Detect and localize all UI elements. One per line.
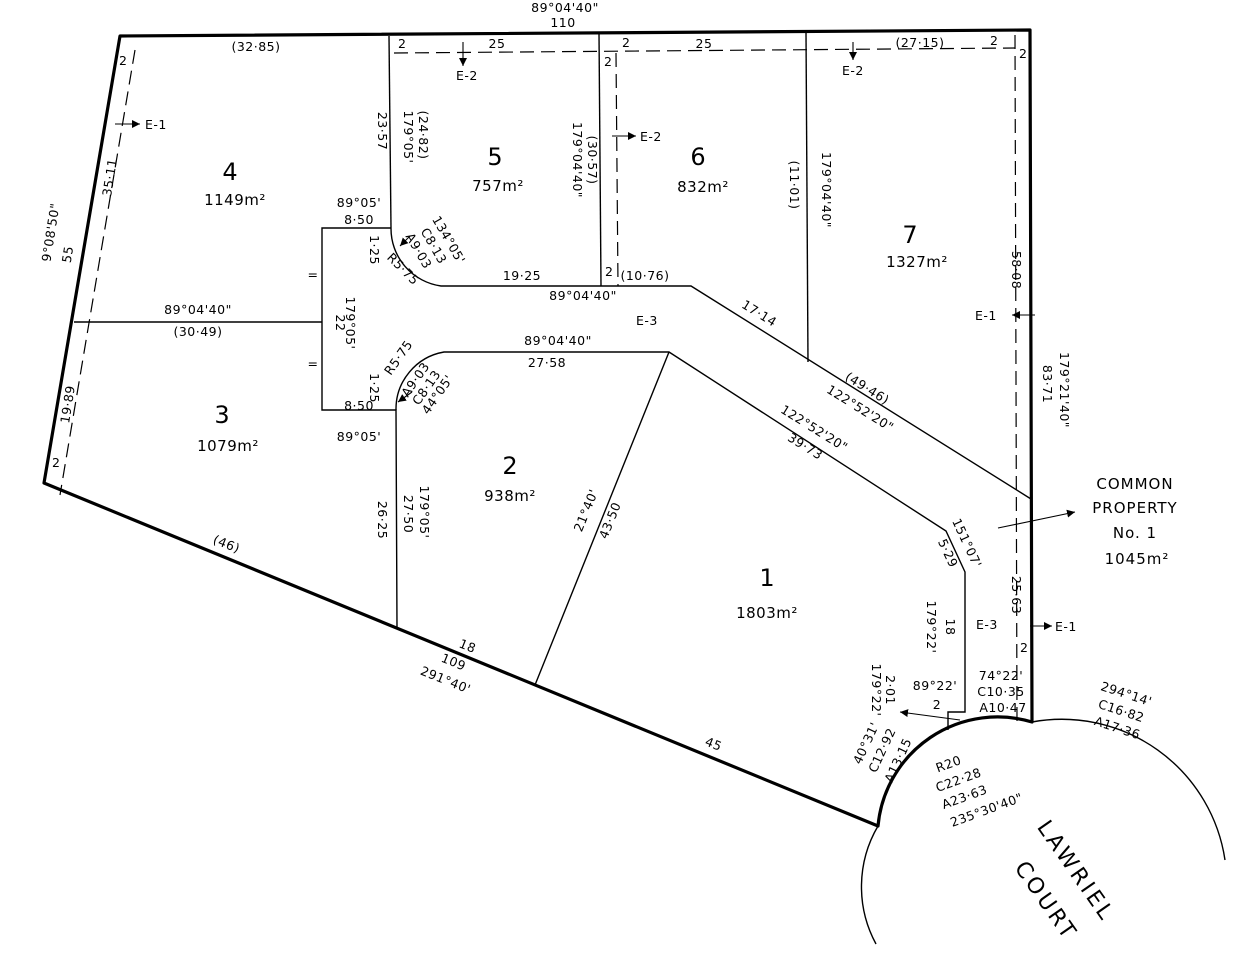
dim-label: (10·76) xyxy=(620,268,669,283)
dim-label: 58·08 xyxy=(1009,251,1024,289)
easement-width: 2 xyxy=(1020,640,1028,655)
dim-label: 19·25 xyxy=(503,268,541,283)
parcel-boundary xyxy=(42,28,1034,828)
dim-label: 89°04'40" xyxy=(524,333,592,348)
top-length: 110 xyxy=(550,15,575,30)
dim-label: 89°04'40" xyxy=(164,302,232,317)
east-bearing: 179°21'40" xyxy=(1057,352,1072,428)
easement-label: E-2 xyxy=(456,68,478,83)
dim-label: 8·50 xyxy=(344,212,374,227)
easement-width: 2 xyxy=(398,36,406,51)
dim-label: 179°05' xyxy=(343,297,358,350)
easement-width: 2 xyxy=(119,53,127,68)
dim-label: 89°05' xyxy=(337,195,382,210)
lot-7-number: 7 xyxy=(902,221,917,249)
dim-label: 26·25 xyxy=(375,501,390,539)
court-east-curve xyxy=(1031,718,1226,861)
dim-label: 43·50 xyxy=(596,500,624,541)
dim-label: A10·47 xyxy=(979,700,1026,715)
easement-label: E-1 xyxy=(145,117,167,132)
dim-label: 5·29 xyxy=(935,536,961,569)
dim-label: 22 xyxy=(333,315,348,332)
dim-label: 179°04'40" xyxy=(819,152,834,228)
easement-width: 2 xyxy=(605,264,613,279)
lot-lines xyxy=(74,31,1032,730)
dim-label: = xyxy=(308,356,319,371)
easement-lines xyxy=(59,34,1018,723)
lot-6-number: 6 xyxy=(690,143,705,171)
lot-2-number: 2 xyxy=(502,452,517,480)
dim-label: 179°04'40" xyxy=(570,122,585,198)
dim-label: 179°05' xyxy=(401,111,416,164)
lot-2-area: 938m² xyxy=(484,487,536,505)
dim-label: C10·35 xyxy=(977,684,1025,699)
easement-label: E-1 xyxy=(975,308,997,323)
dim-label: 179°05' xyxy=(417,486,432,539)
dim-label: 74°22' xyxy=(979,668,1024,683)
lot-1-number: 1 xyxy=(759,564,774,592)
dim-label: (11·01) xyxy=(787,160,802,209)
common-property-line3: No. 1 xyxy=(1113,524,1157,542)
lot-3-area: 1079m² xyxy=(197,437,259,455)
lot-3-number: 3 xyxy=(214,401,229,429)
dim-label: 25·63 xyxy=(1009,576,1024,614)
dim-label: 89°22' xyxy=(913,678,958,693)
dim-label: (32·85) xyxy=(231,39,280,54)
east-length: 83·71 xyxy=(1040,365,1055,403)
dim-label: = xyxy=(308,267,319,282)
dim-label: 89°05' xyxy=(337,429,382,444)
lot-6-area: 832m² xyxy=(677,178,729,196)
lot-5-number: 5 xyxy=(487,143,502,171)
easement-width: 2 xyxy=(1019,46,1027,61)
dim-label: (30·49) xyxy=(173,324,222,339)
lot-1-area: 1803m² xyxy=(736,604,798,622)
dim-label: 1·25 xyxy=(367,235,382,265)
dim-label: 179°22' xyxy=(869,664,884,717)
easement-width: 2 xyxy=(52,455,60,470)
easement-label: E-2 xyxy=(640,129,662,144)
dim-label: 25 xyxy=(489,36,506,51)
dim-label: 18 xyxy=(943,619,958,636)
dim-label: 25 xyxy=(696,36,713,51)
dim-label: 45 xyxy=(703,734,724,754)
dim-label: 23·57 xyxy=(375,112,390,150)
west-bearing: 9°08'50" xyxy=(39,202,63,263)
dim-label: 17·14 xyxy=(739,297,779,330)
dim-label: 2·01 xyxy=(883,675,898,705)
dim-label: 18 xyxy=(457,636,478,656)
top-bearing: 89°04'40" xyxy=(531,0,599,15)
dim-label: (27·15) xyxy=(895,35,944,50)
lot-4-area: 1149m² xyxy=(204,191,266,209)
dim-label: 21°40' xyxy=(571,487,602,534)
dim-label: (24·82) xyxy=(416,110,431,159)
easement-label: E-1 xyxy=(1055,619,1077,634)
lot-4-number: 4 xyxy=(222,158,237,186)
dim-label: 27·50 xyxy=(401,495,416,533)
west-length: 55 xyxy=(59,245,76,264)
easement-width: 2 xyxy=(990,33,998,48)
easement-width: 2 xyxy=(604,54,612,69)
easement-label: E-3 xyxy=(636,313,658,328)
lot-5-area: 757m² xyxy=(472,177,524,195)
dim-label: 89°04'40" xyxy=(549,288,617,303)
easement-label: E-2 xyxy=(842,63,864,78)
dim-label: 2 xyxy=(933,697,941,712)
dim-label: 19·89 xyxy=(57,384,78,424)
court-west-curve xyxy=(860,825,879,945)
dim-label: 27·58 xyxy=(528,355,566,370)
easement-arrows xyxy=(115,42,1076,721)
dim-label: 8·50 xyxy=(344,398,374,413)
dim-label: 1·25 xyxy=(367,373,382,403)
easement-width: 2 xyxy=(622,35,630,50)
common-property-line1: COMMON xyxy=(1096,475,1173,493)
common-property-area: 1045m² xyxy=(1105,550,1170,568)
dim-label: 179°22' xyxy=(924,601,939,654)
dim-label: (30·57) xyxy=(585,135,600,184)
easement-label: E-3 xyxy=(976,617,998,632)
lot-7-area: 1327m² xyxy=(886,253,948,271)
dim-label: 35·11 xyxy=(99,157,120,197)
common-property-line2: PROPERTY xyxy=(1092,499,1177,517)
